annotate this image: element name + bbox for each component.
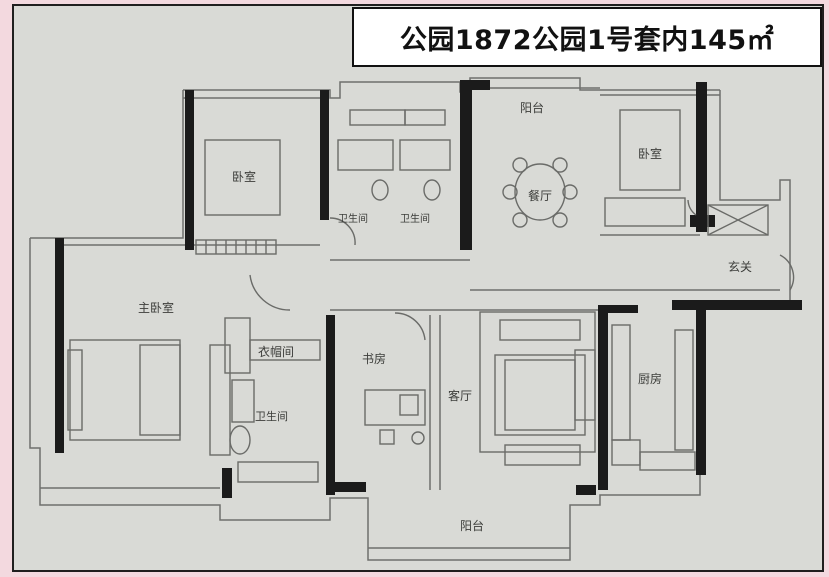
label-balcony-top: 阳台	[520, 100, 544, 115]
label-balcony-bottom: 阳台	[460, 518, 484, 533]
label-study: 书房	[362, 351, 386, 366]
room-labels: 卧室 卫生间 卫生间 阳台 餐厅 卧室 玄关 主卧室 衣帽间 卫生间 书房 客厅…	[138, 100, 752, 533]
thick-walls	[55, 80, 802, 498]
label-kitchen: 厨房	[638, 371, 662, 386]
floorplan-paper	[12, 4, 824, 572]
label-bedroom-top-right: 卧室	[638, 146, 662, 161]
fixtures	[67, 109, 795, 483]
label-entrance: 玄关	[728, 259, 752, 274]
title-box: 公园1872公园1号套内145㎡	[352, 7, 822, 67]
plan-title: 公园1872公园1号套内145㎡	[399, 24, 775, 56]
label-bedroom-top-left: 卧室	[232, 169, 256, 184]
label-closet: 衣帽间	[258, 344, 294, 359]
label-dining: 餐厅	[528, 188, 552, 203]
label-master-bedroom: 主卧室	[138, 300, 174, 315]
label-bath-1: 卫生间	[338, 212, 368, 225]
label-bath-master: 卫生间	[255, 409, 288, 423]
label-living: 客厅	[448, 388, 472, 403]
outline-lines	[29, 77, 791, 561]
label-bath-2: 卫生间	[400, 212, 430, 225]
